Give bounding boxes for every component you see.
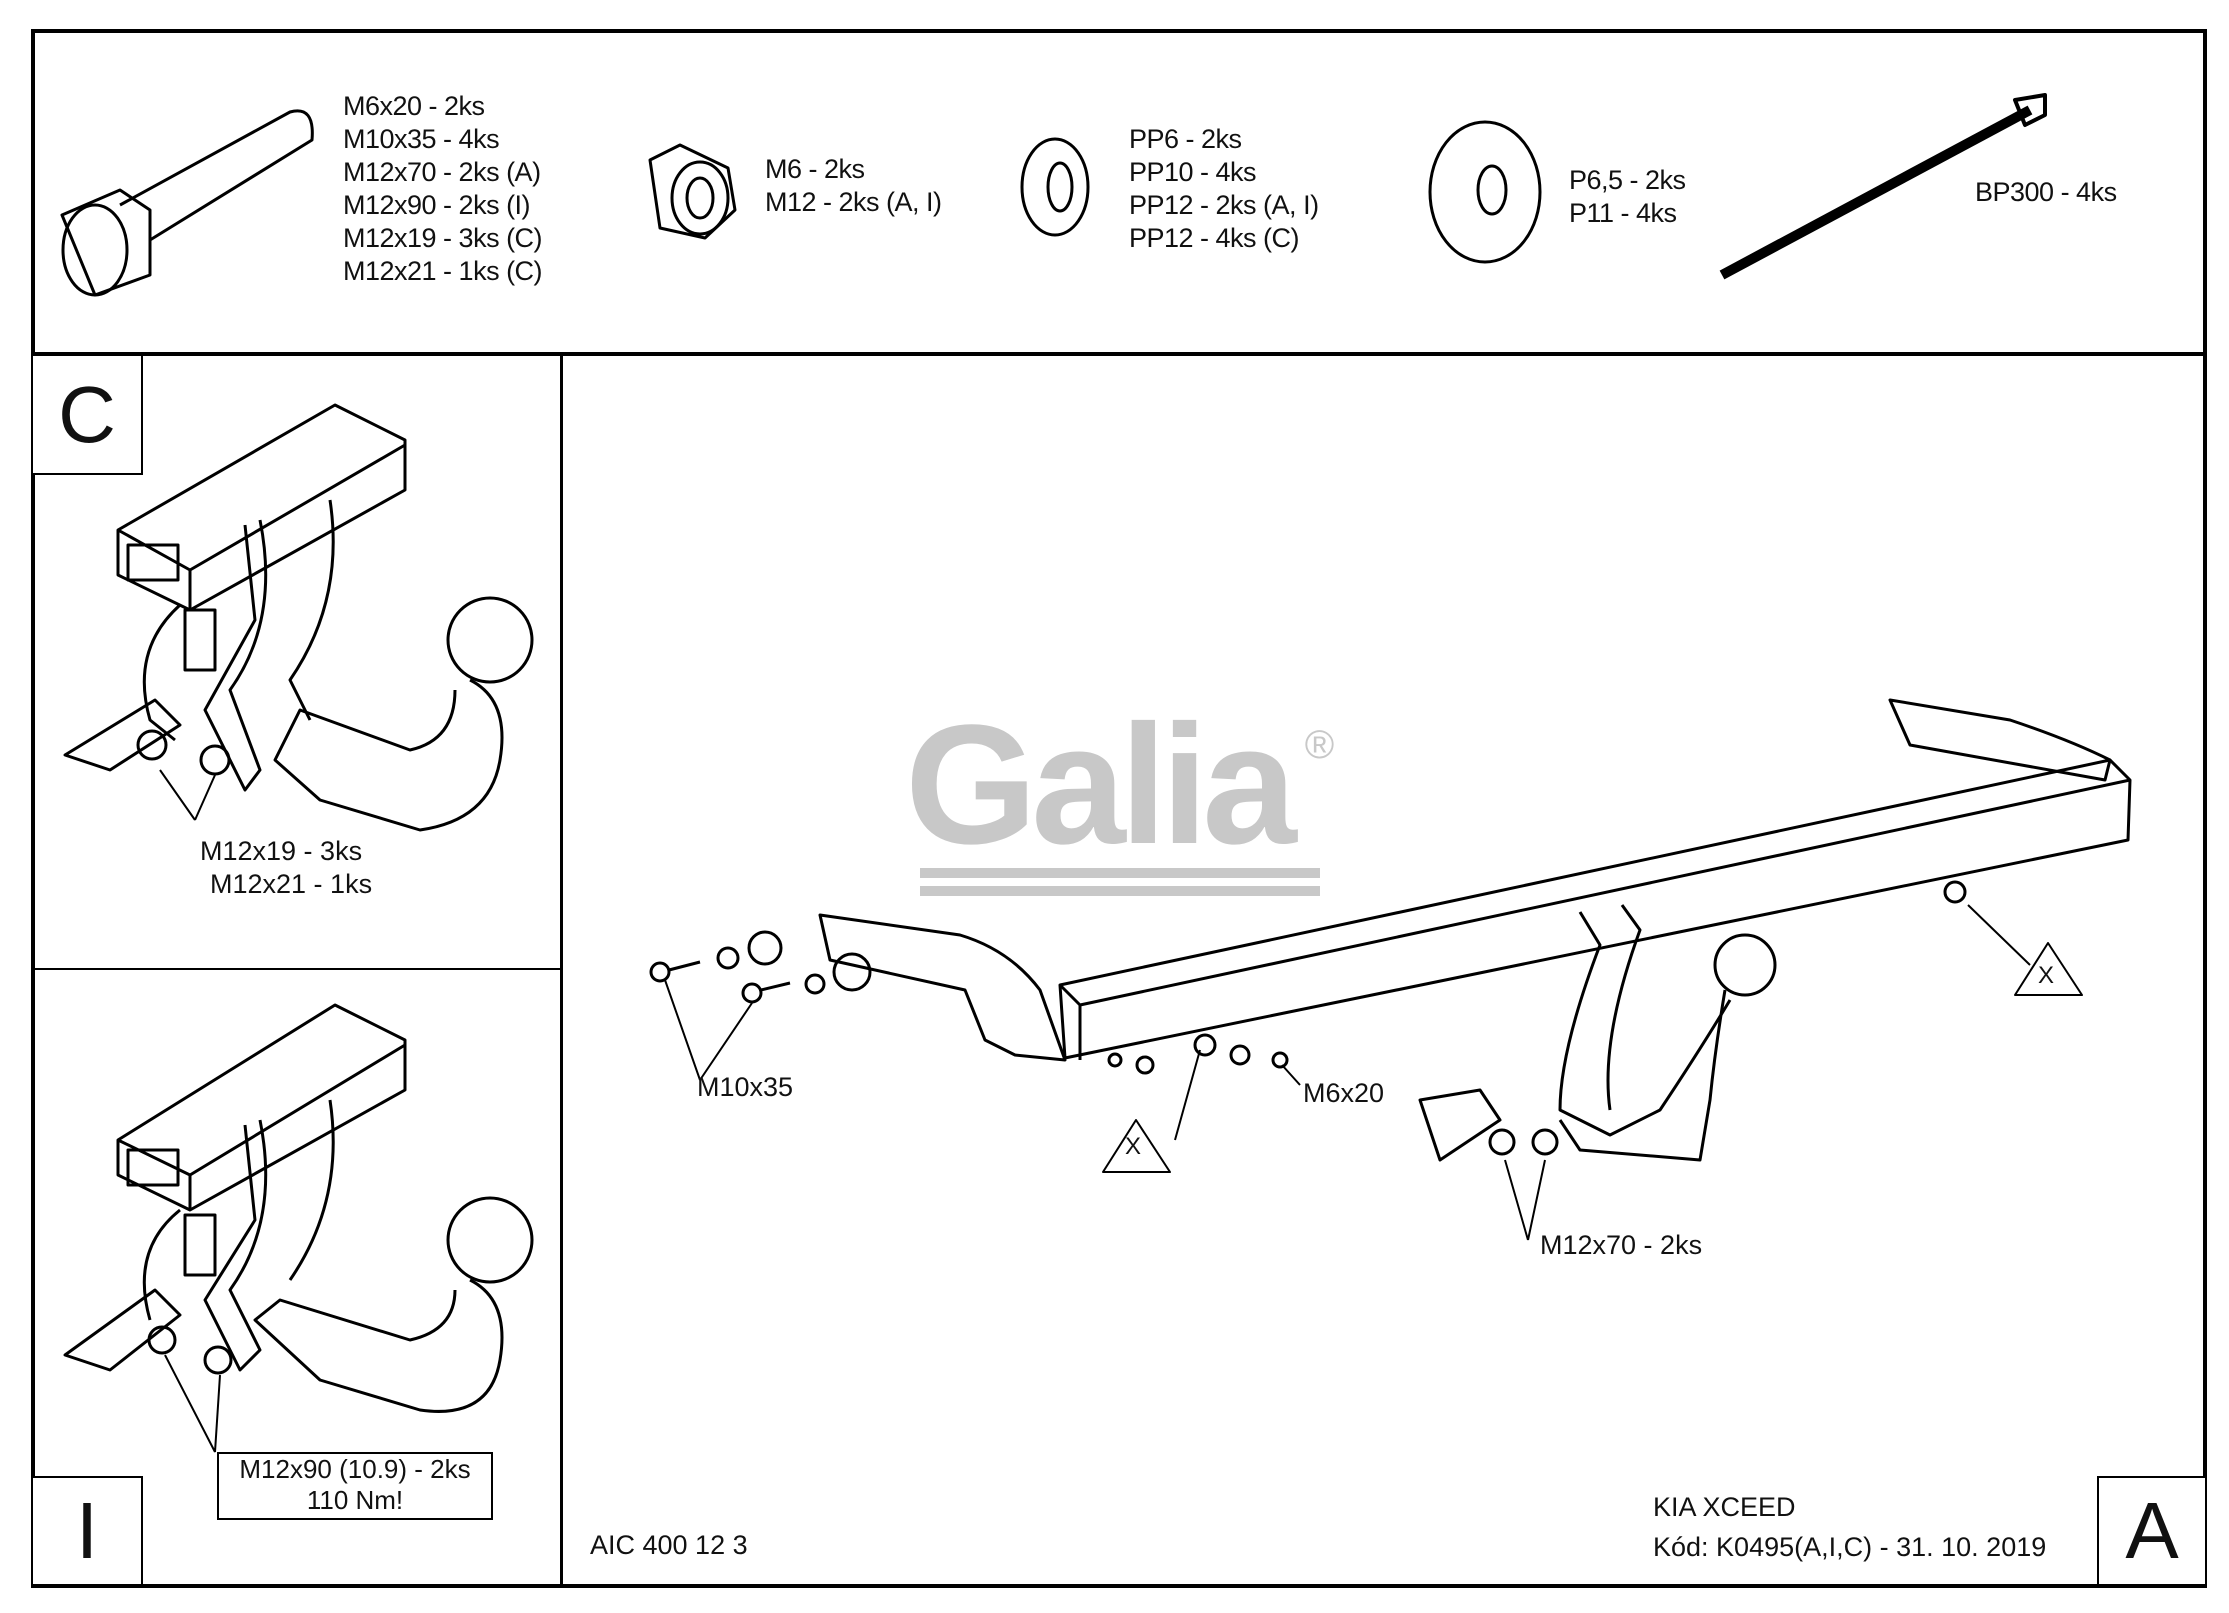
parts-divider [31,352,2207,356]
towbar-i-drawing [63,1003,534,1453]
vehicle-name: KIA XCEED [1653,1492,1796,1522]
bolt-item: M12x90 - 2ks (I) [343,190,531,220]
c-label-m12x21: M12x21 - 1ks [210,869,373,899]
nut-item: M12 - 2ks (A, I) [765,187,942,217]
left-divider [31,968,561,970]
washer-item: P11 - 4ks [1569,198,1677,228]
panel-i-letter: I [31,1476,143,1586]
cable-tie-label: BP300 - 4ks [1975,177,2117,207]
i-bolt-label: M12x90 (10.9) - 2ks [239,1454,471,1484]
label-m12x70: M12x70 - 2ks [1540,1230,1703,1260]
nut-item: M6 - 2ks [765,154,865,184]
nut-icon [648,143,737,240]
i-torque-value: 110 Nm! [306,1485,404,1515]
panel-a-letter: A [2097,1476,2207,1586]
washer-item: PP12 - 4ks (C) [1129,223,1300,253]
bolt-item: M6x20 - 2ks [343,91,485,121]
label-m10x35: M10x35 [697,1072,794,1102]
kit-code-date: Kód: K0495(A,I,C) - 31. 10. 2019 [1653,1532,2047,1562]
i-torque-label: M12x90 (10.9) - 2ks 110 Nm! [217,1452,493,1520]
spring-washer-icon [1020,137,1090,237]
washer-item: PP10 - 4ks [1129,157,1257,187]
washer-item: P6,5 - 2ks [1569,165,1686,195]
cable-tie-icon [1719,93,2047,280]
flat-washer-icon [1428,120,1542,264]
logo-bars [920,868,1320,896]
washer-item: PP12 - 2ks (A, I) [1129,190,1319,220]
washer-item: PP6 - 2ks [1129,124,1242,154]
drawing-frame [31,29,2207,1588]
spring-washer-list: PP6 - 2ks PP10 - 4ks PP12 - 2ks (A, I) P… [1129,123,1319,255]
bolt-list: M6x20 - 2ks M10x35 - 4ks M12x70 - 2ks (A… [343,90,543,288]
bolt-item: M12x21 - 1ks (C) [343,256,543,286]
galia-logo-group: Galia ® [905,700,1334,870]
bolt-item: M12x19 - 3ks (C) [343,223,543,253]
x-marker-mid: X [1125,1133,1142,1160]
nut-list: M6 - 2ks M12 - 2ks (A, I) [765,153,942,219]
bolt-icon [60,109,314,297]
c-label-m12x19: M12x19 - 3ks [200,836,363,866]
towbar-a-drawing [649,698,2132,1241]
flat-washer-list: P6,5 - 2ks P11 - 4ks [1569,164,1686,230]
panel-c-letter: C [31,354,143,475]
towbar-c-drawing [63,403,534,832]
galia-logo: Galia [905,690,1297,880]
label-m6x20: M6x20 [1303,1078,1385,1108]
logo-registered-mark: ® [1304,723,1335,767]
product-code: AIC 400 12 3 [590,1530,748,1560]
bolt-item: M12x70 - 2ks (A) [343,157,541,187]
x-marker-right: X [2038,962,2055,989]
column-divider [560,352,563,1584]
bolt-item: M10x35 - 4ks [343,124,500,154]
